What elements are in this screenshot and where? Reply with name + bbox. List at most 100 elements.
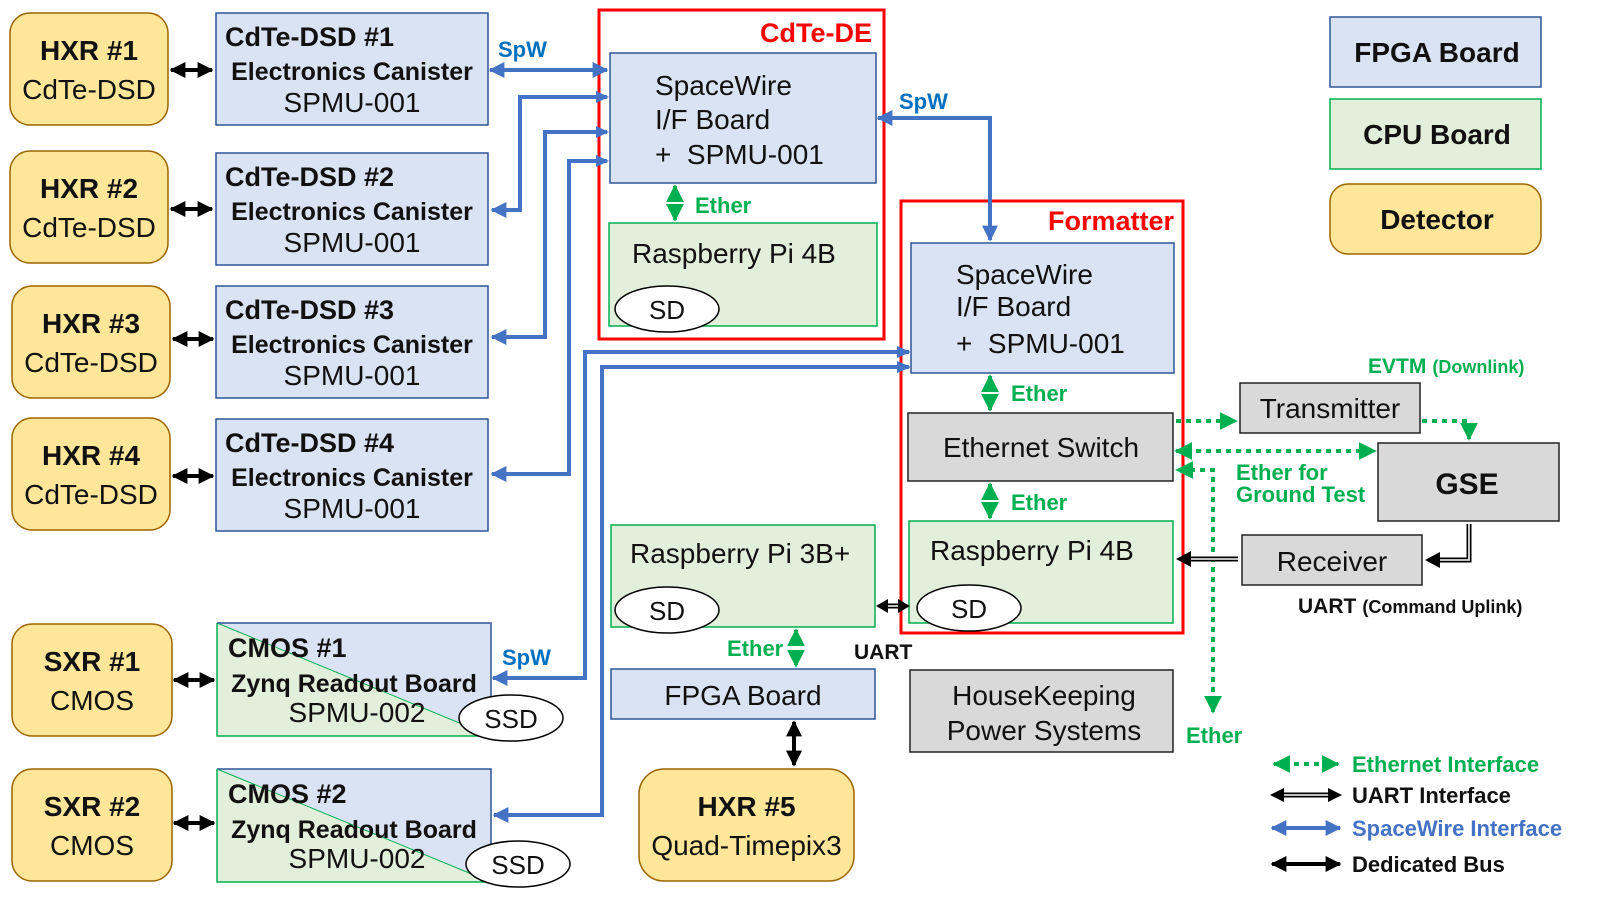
spw-cdte-formatter bbox=[876, 110, 998, 242]
legend-box-label: Detector bbox=[1380, 204, 1494, 235]
ssd-storage: SSD bbox=[465, 840, 571, 888]
uart-label: UART bbox=[854, 641, 912, 664]
detector-hxr2[interactable]: HXR #2 CdTe-DSD bbox=[9, 150, 169, 264]
detector-type: CdTe-DSD bbox=[22, 212, 156, 243]
fpga-board-label: FPGA Board bbox=[664, 680, 821, 711]
transmitter-label: Transmitter bbox=[1260, 393, 1401, 424]
fmt-spw-line3: + SPMU-001 bbox=[956, 328, 1125, 359]
ether-label: Ether bbox=[727, 636, 784, 661]
detector-sxr2[interactable]: SXR #2 CMOS bbox=[11, 768, 173, 882]
legend-detector-box: Detector bbox=[1329, 183, 1542, 255]
canister-model: SPMU-001 bbox=[284, 360, 421, 391]
detector-type: CdTe-DSD bbox=[24, 347, 158, 378]
detector-title: SXR #1 bbox=[44, 646, 141, 677]
detector-type: CdTe-DSD bbox=[22, 74, 156, 105]
legend-line-label: SpaceWire Interface bbox=[1352, 816, 1562, 841]
cdte-rpi-label: Raspberry Pi 4B bbox=[632, 238, 836, 269]
uart-uplink-label: UART(Command Uplink) bbox=[1298, 595, 1522, 618]
canister-title: CdTe-DSD #3 bbox=[225, 295, 394, 325]
detector-hxr1[interactable]: HXR #1 CdTe-DSD bbox=[9, 12, 169, 126]
fpga-board[interactable]: FPGA Board bbox=[610, 668, 876, 720]
ether-label: Ether bbox=[1011, 381, 1068, 406]
spw-dsd2 bbox=[490, 95, 607, 218]
formatter-spacewire-if-board[interactable]: SpaceWire I/F Board + SPMU-001 bbox=[910, 242, 1175, 374]
cdte-spw-line3: + SPMU-001 bbox=[655, 139, 824, 170]
detector-title: HXR #1 bbox=[40, 35, 138, 66]
ssd-label: SSD bbox=[491, 850, 544, 880]
canister-model: SPMU-001 bbox=[284, 227, 421, 258]
ssd-label: SSD bbox=[484, 704, 537, 734]
ssd-storage: SSD bbox=[458, 694, 564, 742]
canister-title: CdTe-DSD #2 bbox=[225, 162, 394, 192]
fmt-rpi-label: Raspberry Pi 4B bbox=[930, 535, 1134, 566]
gse[interactable]: GSE bbox=[1377, 442, 1560, 522]
legend-line-label: Ethernet Interface bbox=[1352, 752, 1539, 777]
uart-rpi3-rpi4 bbox=[876, 599, 910, 613]
cmos-model: SPMU-002 bbox=[289, 697, 426, 728]
spw-dsd4 bbox=[490, 159, 607, 482]
spw-label: SpW bbox=[498, 37, 547, 62]
canister-subtitle: Electronics Canister bbox=[231, 331, 473, 359]
legend-bus-line: Dedicated Bus bbox=[1270, 852, 1505, 877]
raspberry-pi-3b-plus[interactable]: Raspberry Pi 3B+ SD bbox=[610, 524, 876, 634]
detector-type: CMOS bbox=[50, 830, 134, 861]
cmos-title: CMOS #1 bbox=[228, 633, 347, 663]
formatter-raspberry-pi-4b[interactable]: Raspberry Pi 4B SD bbox=[908, 520, 1174, 632]
cdte-raspberry-pi-4b[interactable]: Raspberry Pi 4B SD bbox=[608, 222, 878, 333]
spw-arrowhead bbox=[897, 361, 911, 373]
sd-label: SD bbox=[649, 295, 685, 325]
cmos-title: CMOS #2 bbox=[228, 779, 347, 809]
evtm-label: EVTM(Downlink) bbox=[1368, 355, 1524, 378]
ether-label: Ether bbox=[1186, 723, 1243, 748]
uart-gse-receiver bbox=[1425, 524, 1472, 568]
detector-title: HXR #4 bbox=[42, 440, 140, 471]
uart-receiver-rpi4 bbox=[1176, 551, 1238, 567]
spw-arrowhead bbox=[596, 126, 609, 138]
legend-ether-line: Ethernet Interface bbox=[1272, 752, 1539, 777]
detector-title: SXR #2 bbox=[44, 791, 141, 822]
detector-title: HXR #5 bbox=[697, 791, 795, 822]
spw-arrowhead bbox=[596, 155, 609, 167]
cdte-spacewire-if-board[interactable]: SpaceWire I/F Board + SPMU-001 bbox=[609, 52, 877, 184]
sd-card: SD bbox=[614, 285, 720, 333]
legend-cpu-box: CPU Board bbox=[1329, 98, 1542, 170]
connection-labels: SpW SpW SpW Ether Ether Ether Ether Ethe… bbox=[498, 37, 1524, 748]
canister-model: SPMU-001 bbox=[284, 493, 421, 524]
legend-box-label: FPGA Board bbox=[1354, 37, 1519, 68]
housekeeping-power-systems[interactable]: HouseKeeping Power Systems bbox=[909, 669, 1174, 753]
legend-uart-line: UART Interface bbox=[1270, 783, 1511, 808]
detector-sxr1[interactable]: SXR #1 CMOS bbox=[11, 623, 173, 737]
transmitter[interactable]: Transmitter bbox=[1239, 382, 1421, 434]
ethernet-switch[interactable]: Ethernet Switch bbox=[907, 412, 1174, 482]
legend-line-label: UART Interface bbox=[1352, 783, 1511, 808]
canister-title: CdTe-DSD #1 bbox=[225, 22, 394, 52]
hk-line1: HouseKeeping bbox=[952, 680, 1136, 711]
canister-subtitle: Electronics Canister bbox=[231, 198, 473, 226]
sd-card: SD bbox=[614, 586, 720, 634]
rpi3-label: Raspberry Pi 3B+ bbox=[630, 538, 850, 569]
detector-title: HXR #2 bbox=[40, 173, 138, 204]
ether-hk-switch bbox=[1175, 461, 1222, 714]
ether-ground-label-1: Ether for bbox=[1236, 460, 1328, 485]
receiver-label: Receiver bbox=[1277, 546, 1387, 577]
detector-type: CMOS bbox=[50, 685, 134, 716]
sd-label: SD bbox=[649, 596, 685, 626]
spw-dsd3 bbox=[490, 130, 607, 345]
spw-cmos2 bbox=[492, 365, 909, 823]
cdte-spw-line2: I/F Board bbox=[655, 104, 770, 135]
legend-line-label: Dedicated Bus bbox=[1352, 852, 1505, 877]
receiver[interactable]: Receiver bbox=[1241, 534, 1423, 586]
sd-label: SD bbox=[951, 594, 987, 624]
canister-model: SPMU-001 bbox=[284, 87, 421, 118]
group-label-formatter: Formatter bbox=[1048, 206, 1175, 236]
